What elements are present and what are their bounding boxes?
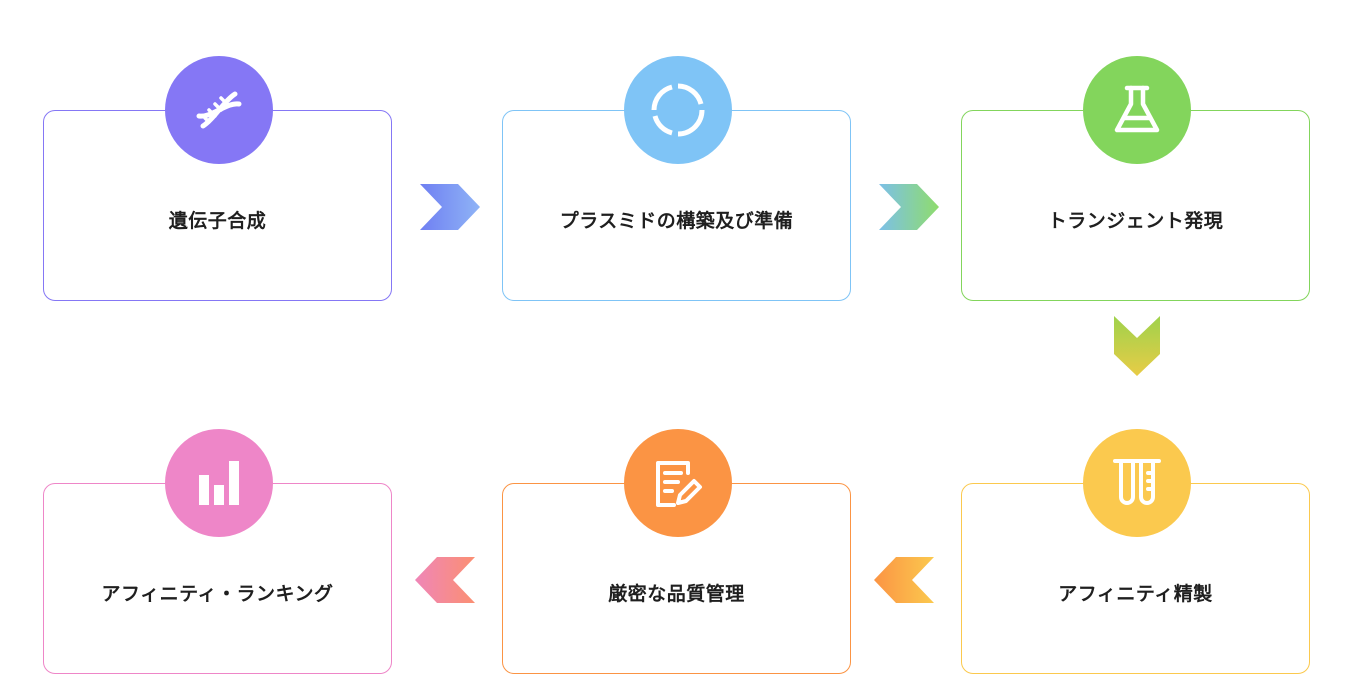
step-card-quality-control: 厳密な品質管理 [502, 483, 851, 674]
loading-ring-icon [651, 83, 705, 137]
arrow-down-icon [1114, 316, 1160, 376]
step-card-transient-expression: トランジェント発現 [961, 110, 1310, 301]
step-icon-circle [165, 56, 273, 164]
test-tubes-icon [1113, 459, 1161, 505]
step-icon-circle [1083, 56, 1191, 164]
bar-chart-icon [199, 461, 239, 505]
step-icon-circle [165, 429, 273, 537]
arrow-right-icon [879, 184, 939, 230]
step-label: トランジェント発現 [1047, 210, 1224, 232]
arrow-right-icon [420, 184, 480, 230]
step-label: アフィニティ精製 [1058, 583, 1213, 605]
dna-icon [196, 91, 242, 129]
step-label: 厳密な品質管理 [608, 583, 745, 605]
arrow-left-icon [874, 557, 934, 603]
step-icon-circle [624, 429, 732, 537]
step-icon-circle [624, 56, 732, 164]
step-label: アフィニティ・ランキング [101, 583, 334, 605]
document-edit-icon [656, 461, 702, 507]
step-label: 遺伝子合成 [168, 210, 267, 232]
arrow-left-icon [415, 557, 475, 603]
step-icon-circle [1083, 429, 1191, 537]
flask-icon [1114, 85, 1160, 133]
step-card-affinity-ranking: アフィニティ・ランキング [43, 483, 392, 674]
step-label: プラスミドの構築及び準備 [559, 210, 794, 232]
